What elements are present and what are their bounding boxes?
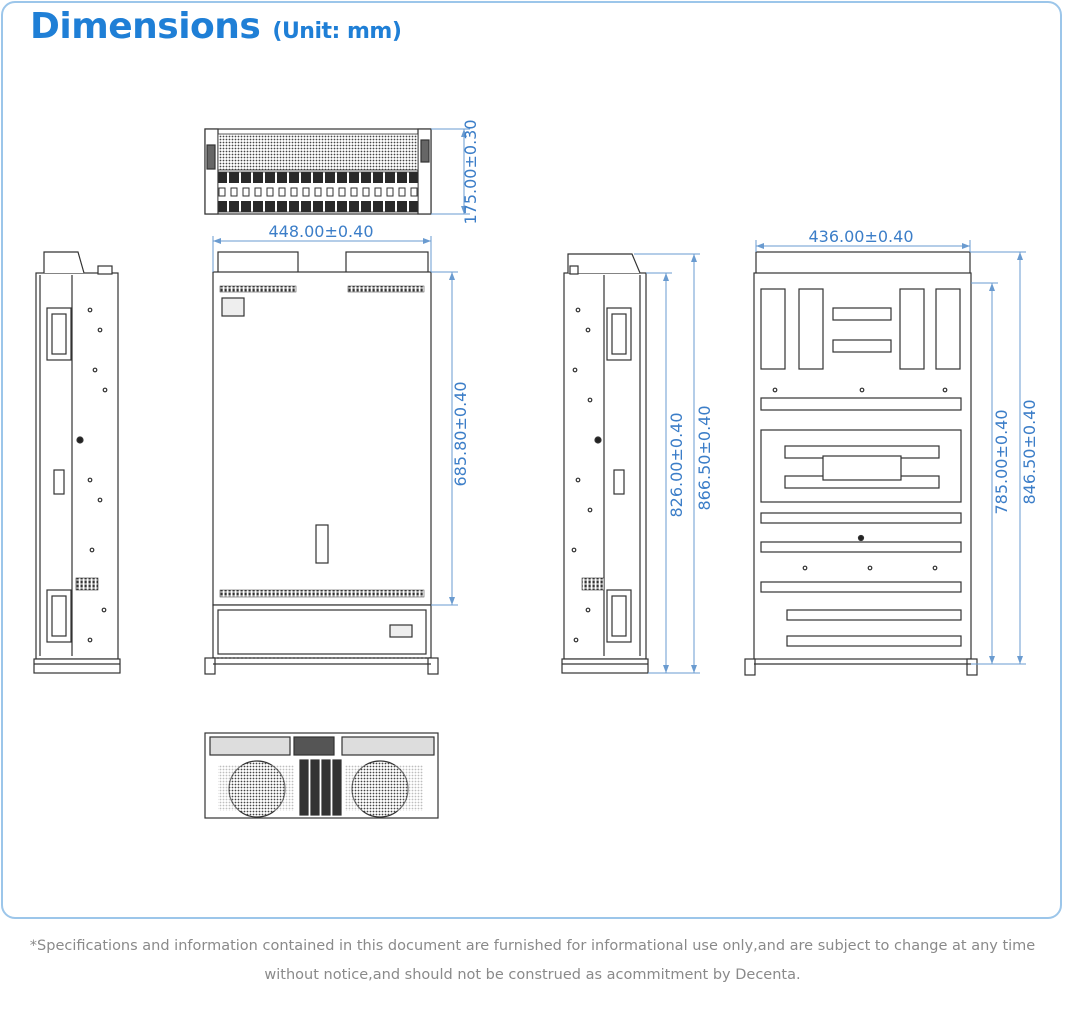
disclaimer-line-2: without notice,and should not be constru…: [264, 967, 801, 983]
left-side-view: [33, 251, 121, 674]
disclaimer: *Specifications and information containe…: [0, 932, 1065, 990]
top-view: [204, 251, 439, 675]
dimension-arrows: [213, 129, 1023, 673]
dim-bottom-width: 436.00±0.40: [808, 227, 913, 246]
disclaimer-line-1: *Specifications and information containe…: [29, 938, 1036, 954]
title-text: Dimensions: [30, 6, 261, 47]
front-view: [204, 128, 432, 215]
dimension-lines: [212, 128, 1026, 674]
bottom-view: [744, 251, 978, 676]
rear-view: [204, 732, 439, 819]
dim-height: 175.00±0.30: [461, 119, 480, 224]
dim-front-width: 448.00±0.40: [268, 222, 373, 241]
dim-side-depth-1: 826.00±0.40: [667, 412, 686, 517]
page-title: Dimensions (Unit: mm): [30, 6, 402, 47]
right-side-view: [561, 253, 649, 674]
dim-top-depth: 685.80±0.40: [451, 381, 470, 486]
dimensions-drawing: 175.00±0.30 448.00±0.40 685.80±0.40 826.…: [33, 119, 1039, 819]
title-unit: (Unit: mm): [272, 19, 402, 44]
dim-bottom-depth-2: 846.50±0.40: [1020, 399, 1039, 504]
dim-bottom-depth-1: 785.00±0.40: [992, 409, 1011, 514]
dim-side-depth-2: 866.50±0.40: [695, 405, 714, 510]
